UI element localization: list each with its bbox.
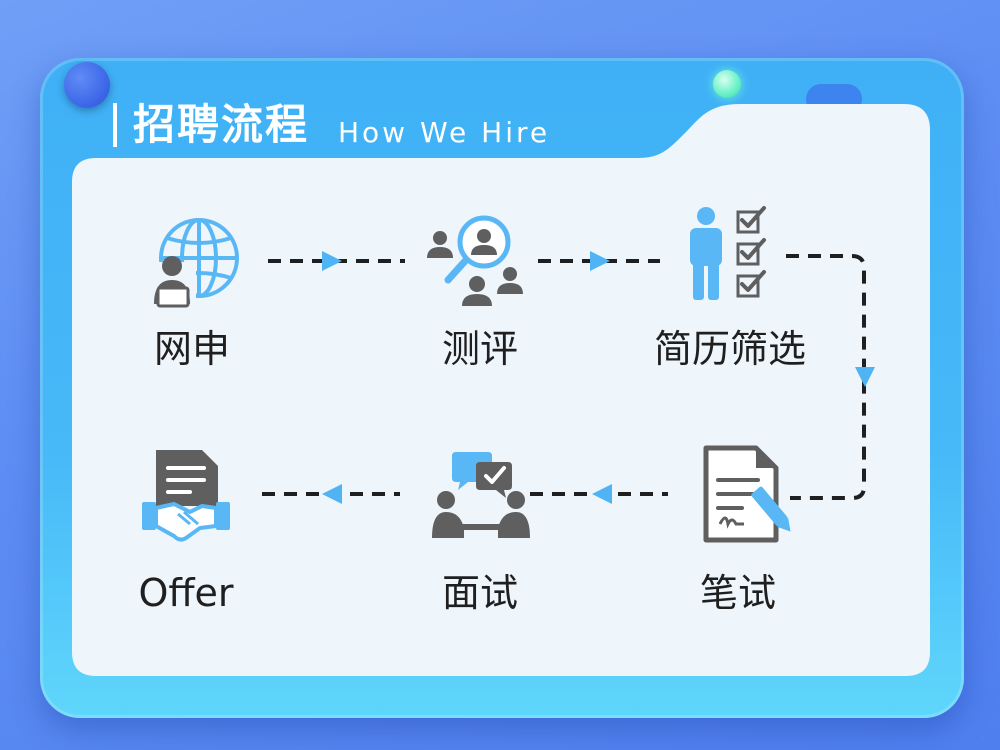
step-label-written-test: 笔试 [699, 571, 776, 615]
offer-handshake-icon [142, 450, 230, 542]
decorative-glow-dot [713, 70, 741, 98]
online-application-icon [150, 218, 239, 308]
interview-icon [432, 452, 530, 538]
arrowhead-2 [590, 251, 610, 271]
step-label-resume-screening: 简历筛选 [653, 327, 806, 371]
title-accent-bar [113, 103, 117, 147]
page-title: 招聘流程 [133, 100, 310, 149]
connector-3-4 [786, 254, 866, 500]
decorative-bubble [64, 62, 110, 108]
resume-screening-icon [690, 206, 766, 300]
assessment-icon [427, 215, 523, 306]
step-label-assessment: 测评 [441, 327, 518, 371]
step-label-online-application: 网申 [153, 327, 230, 371]
arrowhead-3 [855, 367, 875, 387]
arrowhead-4 [592, 484, 612, 504]
written-test-icon [703, 445, 791, 543]
step-label-interview: 面试 [441, 571, 518, 615]
arrowhead-1 [322, 251, 342, 271]
page-subtitle: How We Hire [338, 116, 551, 149]
arrowhead-5 [322, 484, 342, 504]
step-label-offer: Offer [138, 571, 234, 615]
